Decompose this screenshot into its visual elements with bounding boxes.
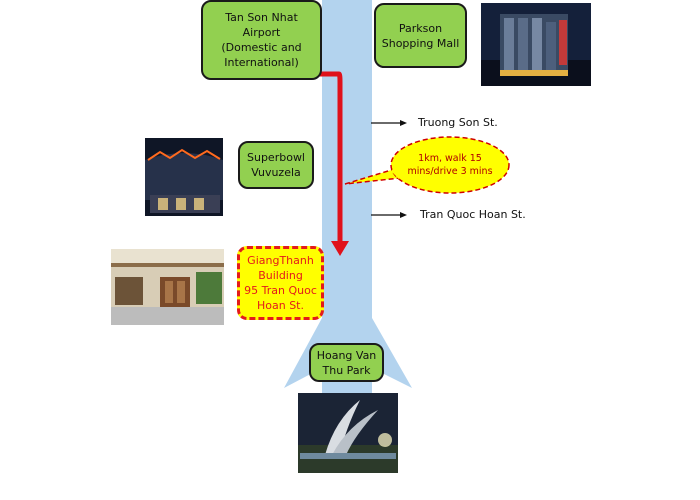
parkson-box: Parkson Shopping Mall <box>374 3 467 68</box>
airport-label: Tan Son Nhat Airport (Domestic and Inter… <box>221 11 302 69</box>
park-box: Hoang Van Thu Park <box>309 343 384 382</box>
giangthanh-label: GiangThanh Building 95 Tran Quoc Hoan St… <box>244 254 317 312</box>
airport-box: Tan Son Nhat Airport (Domestic and Inter… <box>201 0 322 80</box>
distance-callout-bubble <box>344 136 510 194</box>
truong-son-arrow <box>371 120 407 126</box>
distance-callout-text: 1km, walk 15 mins/drive 3 mins <box>407 153 493 177</box>
tran-quoc-hoan-label: Tran Quoc Hoan St. <box>420 208 526 221</box>
building-photo <box>111 249 224 325</box>
superbowl-label: Superbowl Vuvuzela <box>247 151 305 179</box>
tran-quoc-hoan-arrow <box>371 212 407 218</box>
park-label: Hoang Van Thu Park <box>316 348 377 377</box>
park-monument-photo <box>298 393 398 473</box>
parkson-mall-photo <box>481 3 591 86</box>
route-arrow <box>318 71 349 256</box>
truong-son-label: Truong Son St. <box>418 116 498 129</box>
main-road <box>284 0 412 395</box>
giangthanh-box: GiangThanh Building 95 Tran Quoc Hoan St… <box>237 246 324 320</box>
superbowl-box: Superbowl Vuvuzela <box>238 141 314 189</box>
superbowl-photo <box>145 138 223 216</box>
parkson-label: Parkson Shopping Mall <box>381 21 460 50</box>
